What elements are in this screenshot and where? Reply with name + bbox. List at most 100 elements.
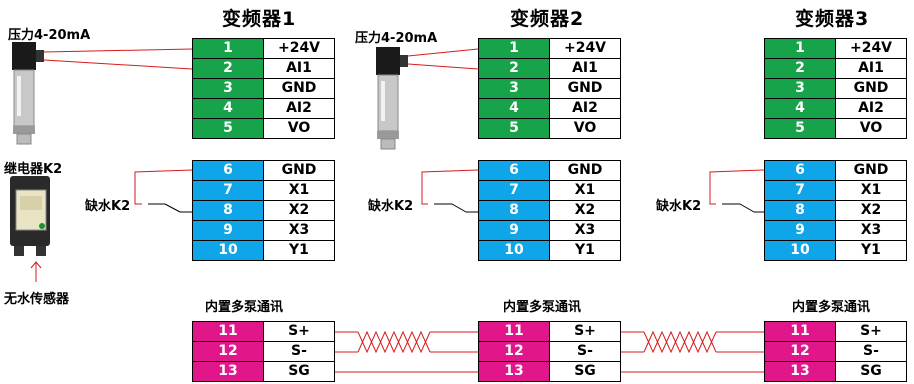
terminal-number: 2 bbox=[192, 58, 264, 79]
terminal-number: 2 bbox=[478, 58, 550, 79]
comm-1-label: 内置多泵通讯 bbox=[205, 300, 284, 315]
terminal-number: 1 bbox=[192, 38, 264, 59]
terminal-number: 10 bbox=[764, 240, 836, 261]
terminal-number: 12 bbox=[764, 341, 836, 362]
terminal-number: 5 bbox=[764, 118, 836, 139]
terminal-name: VO bbox=[263, 118, 335, 139]
terminal-name: X1 bbox=[263, 180, 335, 201]
terminal-number: 6 bbox=[764, 160, 836, 181]
terminal-name: AI2 bbox=[549, 98, 621, 119]
terminal-number: 1 bbox=[478, 38, 550, 59]
terminal-number: 4 bbox=[192, 98, 264, 119]
terminal-name: GND bbox=[263, 78, 335, 99]
terminal-number: 5 bbox=[192, 118, 264, 139]
terminal-number: 3 bbox=[192, 78, 264, 99]
terminal-number: 9 bbox=[192, 220, 264, 241]
terminal-number: 2 bbox=[764, 58, 836, 79]
low-water-switch-1-label: 缺水K2 bbox=[85, 199, 131, 214]
terminal-number: 7 bbox=[192, 180, 264, 201]
terminal-number: 4 bbox=[478, 98, 550, 119]
terminal-number: 12 bbox=[478, 341, 550, 362]
pressure-sensor-1-label: 压力4-20mA bbox=[8, 28, 91, 43]
terminal-number: 6 bbox=[478, 160, 550, 181]
terminal-name: GND bbox=[263, 160, 335, 181]
terminal-number: 9 bbox=[478, 220, 550, 241]
pressure-sensor-1-icon bbox=[12, 42, 44, 145]
terminal-name: S+ bbox=[549, 321, 621, 342]
terminal-row: 1+24V bbox=[478, 38, 621, 59]
terminal-name: S- bbox=[835, 341, 907, 362]
terminal-name: GND bbox=[549, 78, 621, 99]
terminal-number: 12 bbox=[192, 341, 264, 362]
terminal-name: Y1 bbox=[549, 240, 621, 261]
terminal-number: 5 bbox=[478, 118, 550, 139]
terminal-name: S+ bbox=[835, 321, 907, 342]
terminal-number: 11 bbox=[764, 321, 836, 342]
terminal-name: GND bbox=[835, 78, 907, 99]
terminal-name: X2 bbox=[263, 200, 335, 221]
terminal-number: 3 bbox=[478, 78, 550, 99]
terminal-name: X2 bbox=[549, 200, 621, 221]
terminal-number: 8 bbox=[478, 200, 550, 221]
terminal-number: 1 bbox=[764, 38, 836, 59]
terminal-name: X2 bbox=[835, 200, 907, 221]
terminal-number: 13 bbox=[764, 361, 836, 382]
terminal-name: X3 bbox=[549, 220, 621, 241]
terminal-name: S+ bbox=[263, 321, 335, 342]
terminal-number: 8 bbox=[764, 200, 836, 221]
pressure-sensor-2-icon bbox=[376, 47, 408, 150]
terminal-number: 9 bbox=[764, 220, 836, 241]
terminal-name: X1 bbox=[549, 180, 621, 201]
no-water-sensor-label: 无水传感器 bbox=[4, 292, 70, 307]
inverter-2-title: 变频器2 bbox=[510, 8, 585, 30]
terminal-number: 7 bbox=[478, 180, 550, 201]
pressure-sensor-2-label: 压力4-20mA bbox=[355, 31, 438, 46]
terminal-number: 11 bbox=[478, 321, 550, 342]
terminal-number: 10 bbox=[192, 240, 264, 261]
terminal-number: 10 bbox=[478, 240, 550, 261]
comm-3-label: 内置多泵通讯 bbox=[792, 300, 871, 315]
terminal-number: 11 bbox=[192, 321, 264, 342]
terminal-name: VO bbox=[835, 118, 907, 139]
terminal-name: +24V bbox=[835, 38, 907, 59]
terminal-number: 6 bbox=[192, 160, 264, 181]
relay-icon bbox=[10, 176, 50, 256]
